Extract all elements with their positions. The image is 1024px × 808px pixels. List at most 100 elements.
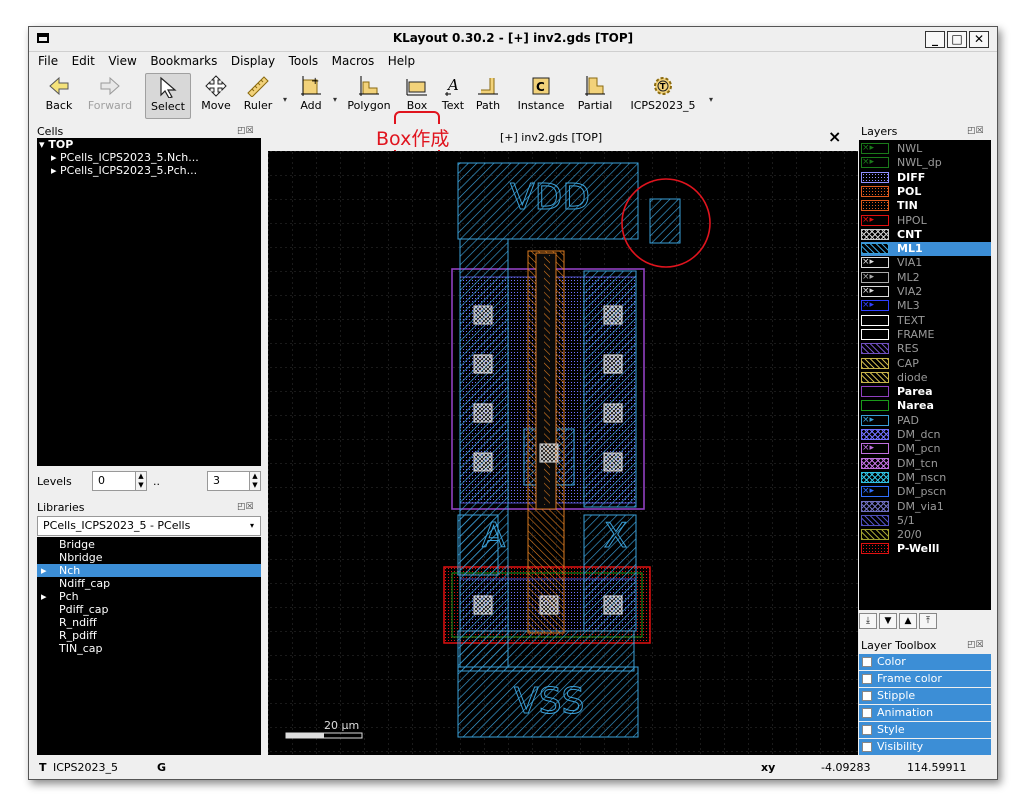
layer-row-5-1[interactable]: 5/1 [861,514,991,528]
layer-row-via2[interactable]: ×▸VIA2 [861,285,991,299]
box-icon [406,79,427,96]
toolbox-style[interactable]: Style [859,722,991,738]
path-button[interactable]: Path [471,73,505,119]
layer-row-ml3[interactable]: ×▸ML3 [861,299,991,313]
toolbox-color[interactable]: Color [859,654,991,670]
levels-to-input[interactable]: 3 [207,471,253,491]
menu-view[interactable]: View [108,54,137,68]
layer-row-res[interactable]: RES [861,342,991,356]
library-item-selected[interactable]: ▸ Nch [37,564,261,577]
layer-row-dm-nscn[interactable]: DM_nscn [861,471,991,485]
layer-row-pad[interactable]: ×▸PAD [861,414,991,428]
levels-from-input[interactable]: 0 [92,471,138,491]
close-window-button[interactable]: ✕ [969,31,989,48]
levels-to-spinner[interactable]: ▲▼ [249,471,261,491]
layer-row-ml2[interactable]: ×▸ML2 [861,271,991,285]
layer-row-cap[interactable]: CAP [861,357,991,371]
layer-row-dm-via1[interactable]: DM_via1 [861,500,991,514]
text-button[interactable]: A Text [441,76,465,112]
polygon-button[interactable]: Polygon [345,73,393,119]
libraries-dock-controls[interactable]: ◰☒ [237,502,254,512]
svg-text:C: C [536,80,545,94]
layer-row-diode[interactable]: diode [861,371,991,385]
layer-row-diff[interactable]: DIFF [861,171,991,185]
minimize-button[interactable]: _ [925,31,945,48]
library-item[interactable]: Bridge [59,538,95,551]
layer-row-20-0[interactable]: 20/0 [861,528,991,542]
layer-row-narea[interactable]: Narea [861,399,991,413]
move-button[interactable]: Move [197,73,235,119]
library-item[interactable]: Nbridge [59,551,103,564]
box-button[interactable]: Box [397,73,437,119]
layer-row-cnt[interactable]: CNT [861,228,991,242]
toolbox-stipple[interactable]: Stipple [859,688,991,704]
icps-macro-button[interactable]: T ICPS2023_5 [627,73,699,119]
ruler-button[interactable]: Ruler [239,73,277,119]
menu-file[interactable]: File [38,54,59,68]
library-item[interactable]: R_pdiff [59,629,97,642]
forward-button[interactable]: Forward [85,73,135,119]
add-dropdown-icon[interactable]: ▾ [333,95,338,104]
cells-dock-controls[interactable]: ◰☒ [237,126,254,136]
layer-row-tin[interactable]: TIN [861,199,991,213]
back-button[interactable]: Back [39,73,79,119]
levels-from-spinner[interactable]: ▲▼ [135,471,147,491]
layer-row-hpol[interactable]: ×▸HPOL [861,214,991,228]
menu-bookmarks[interactable]: Bookmarks [150,54,218,68]
cell-pch[interactable]: ▸ PCells_ICPS2023_5.Pch... [51,164,198,177]
close-tab-button[interactable]: × [828,127,842,146]
layer-row-p-welll[interactable]: P-Welll [861,542,991,556]
library-item[interactable]: R_ndiff [59,616,97,629]
library-item-expander[interactable]: ▸ [41,590,47,603]
toolbox-frame-color[interactable]: Frame color [859,671,991,687]
layer-row-via1[interactable]: ×▸VIA1 [861,256,991,270]
layer-row-text[interactable]: TEXT [861,314,991,328]
layer-row-dm-pscn[interactable]: ×▸DM_pscn [861,485,991,499]
menu-help[interactable]: Help [387,54,416,68]
menu-display[interactable]: Display [230,54,276,68]
cell-nch[interactable]: ▸ PCells_ICPS2023_5.Nch... [51,151,199,164]
toolbox-visibility[interactable]: Visibility [859,739,991,755]
move-bottom-icon[interactable]: ⤓ [859,613,877,629]
menu-tools[interactable]: Tools [288,54,319,68]
svg-text:+: + [311,76,319,87]
move-top-icon[interactable]: ⤒ [919,613,937,629]
window-menu-icon[interactable] [37,33,49,43]
library-list[interactable]: Bridge Nbridge ▸ Nch Ndiff_cap ▸ Pch Pdi… [37,537,261,755]
menu-edit[interactable]: Edit [71,54,95,68]
toolbox-animation[interactable]: Animation [859,705,991,721]
move-down-icon[interactable]: ▼ [879,613,897,629]
layer-swatch [861,200,889,212]
cell-tree[interactable]: ▾ TOP ▸ PCells_ICPS2023_5.Nch... ▸ PCell… [37,138,261,466]
layer-row-parea[interactable]: Parea [861,385,991,399]
layer-row-frame[interactable]: FRAME [861,328,991,342]
layer-row-dm-tcn[interactable]: DM_tcn [861,457,991,471]
layout-canvas[interactable]: VDD A X VSS 20 µm [268,151,858,755]
layer-row-nwl-dp[interactable]: ×▸NWL_dp [861,156,991,170]
select-button[interactable]: Select [145,73,191,119]
layer-row-pol[interactable]: POL [861,185,991,199]
menu-macros[interactable]: Macros [331,54,375,68]
layer-row-dm-pcn[interactable]: ×▸DM_pcn [861,442,991,456]
library-item[interactable]: Pch [59,590,79,603]
layers-dock-controls[interactable]: ◰☒ [967,126,984,136]
toolbox-dock-controls[interactable]: ◰☒ [967,640,984,650]
library-item[interactable]: TIN_cap [59,642,103,655]
layout-tab-title[interactable]: [+] inv2.gds [TOP] [500,131,603,144]
library-item[interactable]: Ndiff_cap [59,577,111,590]
layer-row-dm-dcn[interactable]: DM_dcn [861,428,991,442]
ruler-dropdown-icon[interactable]: ▾ [283,95,288,104]
status-text-icon: T [39,761,47,774]
move-up-icon[interactable]: ▲ [899,613,917,629]
icps-dropdown-icon[interactable]: ▾ [709,95,714,104]
layer-row-ml1[interactable]: ML1 [861,242,991,257]
library-select[interactable]: PCells_ICPS2023_5 - PCells ▾ [37,516,261,536]
cell-top[interactable]: ▾ TOP [39,138,74,151]
add-button[interactable]: + Add [300,76,322,112]
maximize-button[interactable]: □ [947,31,967,48]
partial-button[interactable]: Partial [573,73,617,119]
instance-button[interactable]: C Instance [513,73,569,119]
library-item[interactable]: Pdiff_cap [59,603,109,616]
layer-row-nwl[interactable]: ×▸NWL [861,142,991,156]
